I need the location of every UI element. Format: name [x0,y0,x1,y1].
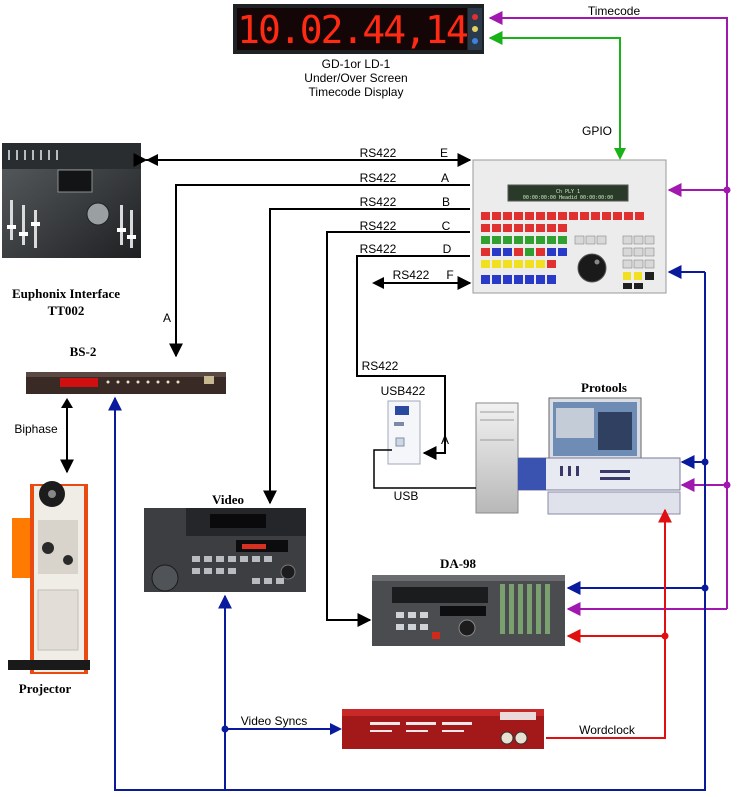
timecode-junction-2 [723,481,731,489]
port-c-label: C [442,219,451,233]
video-deck-image [144,508,306,592]
biphase-label: Biphase [14,422,58,436]
gpio-arrowhead-bottom [614,148,626,160]
port-f-label: F [446,268,453,282]
rs422-c-label: RS422 [360,219,397,233]
video-sync-connections [108,265,706,791]
display-led-blue [472,38,478,44]
video-sync-bus-line [108,272,706,791]
rs422-a-line [169,184,470,358]
port-a-label: A [441,171,449,185]
controller-lcd-line2: 00:00:00:00 Headid 00:00:00:00 [523,195,613,201]
bs2-label: BS-2 [70,344,97,359]
timecode-connections [488,11,728,616]
timecode-to-display-line [488,11,728,190]
bs2-port-label: A [163,311,171,325]
rs422-c-line [326,231,470,627]
port-e-label: E [440,146,448,160]
wordclock-junction [661,632,669,640]
display-caption-line2: Under/Over Screen [304,71,407,85]
euphonix-label: Euphonix Interface [12,286,120,301]
timecode-label: Timecode [588,4,641,18]
rs422-connections [60,153,476,627]
display-caption-line1: GD-1or LD-1 [322,57,391,71]
rs422-e-arrowhead-left [146,154,158,166]
controller-lcd-line1: Ch PLY 1 [556,189,580,195]
video-sync-generator-arrowhead [330,723,342,735]
port-b-label: B [442,195,450,209]
protools-label: Protools [581,380,627,395]
video-sync-junction-2 [701,584,709,592]
usb422-device-image [387,400,421,465]
biphase-arrowhead-top [61,398,73,408]
rs422-b-label: RS422 [360,195,397,209]
bs2-unit [26,372,226,394]
video-syncs-label: Video Syncs [241,714,308,728]
timecode-junction-1 [723,186,731,194]
timecode-display: 10.02.44,14 [233,4,484,54]
display-led-yellow [472,26,478,32]
controller-key-grid [481,212,655,289]
usb-label: USB [394,489,419,503]
da98-unit-image [372,575,565,646]
port-d-label: D [443,242,452,256]
wordclock-label: Wordclock [579,723,636,737]
synchronizer-controller: Ch PLY 1 00:00:00:00 Headid 00:00:00:00 [472,159,667,294]
video-sync-junction-1 [701,458,709,466]
rs422-f-label: RS422 [393,268,430,282]
controller-jog-wheel[interactable] [577,253,607,283]
usb-line [373,449,476,489]
da98-label: DA-98 [440,556,477,571]
gpio-label: GPIO [582,124,612,138]
display-caption-line3: Timecode Display [309,85,404,99]
euphonix-console-image [2,143,141,258]
rs422-usb422-label: RS422 [362,359,399,373]
usb422-label: USB422 [381,384,426,398]
video-sync-junction-3 [221,725,229,733]
display-led-red [472,14,478,20]
video-label: Video [212,492,244,507]
rs422-f-arrowhead-left [372,277,384,289]
protools-rig-image [475,397,681,515]
tt002-label: TT002 [48,303,85,318]
timecode-digits: 10.02.44,14 [237,8,468,52]
gpio-line [488,31,621,158]
rs422-e-label: RS422 [360,146,397,160]
rs422-d-label: RS422 [360,242,397,256]
projector-image [8,481,90,674]
rs422-d-line [356,255,470,460]
rs422-b-line [263,208,470,505]
projector-label: Projector [19,681,72,696]
rs422-a-label: RS422 [360,171,397,185]
wordclock-bus-line [546,508,672,739]
wordclock-connections [546,508,672,739]
sync-generator-image [342,709,544,749]
